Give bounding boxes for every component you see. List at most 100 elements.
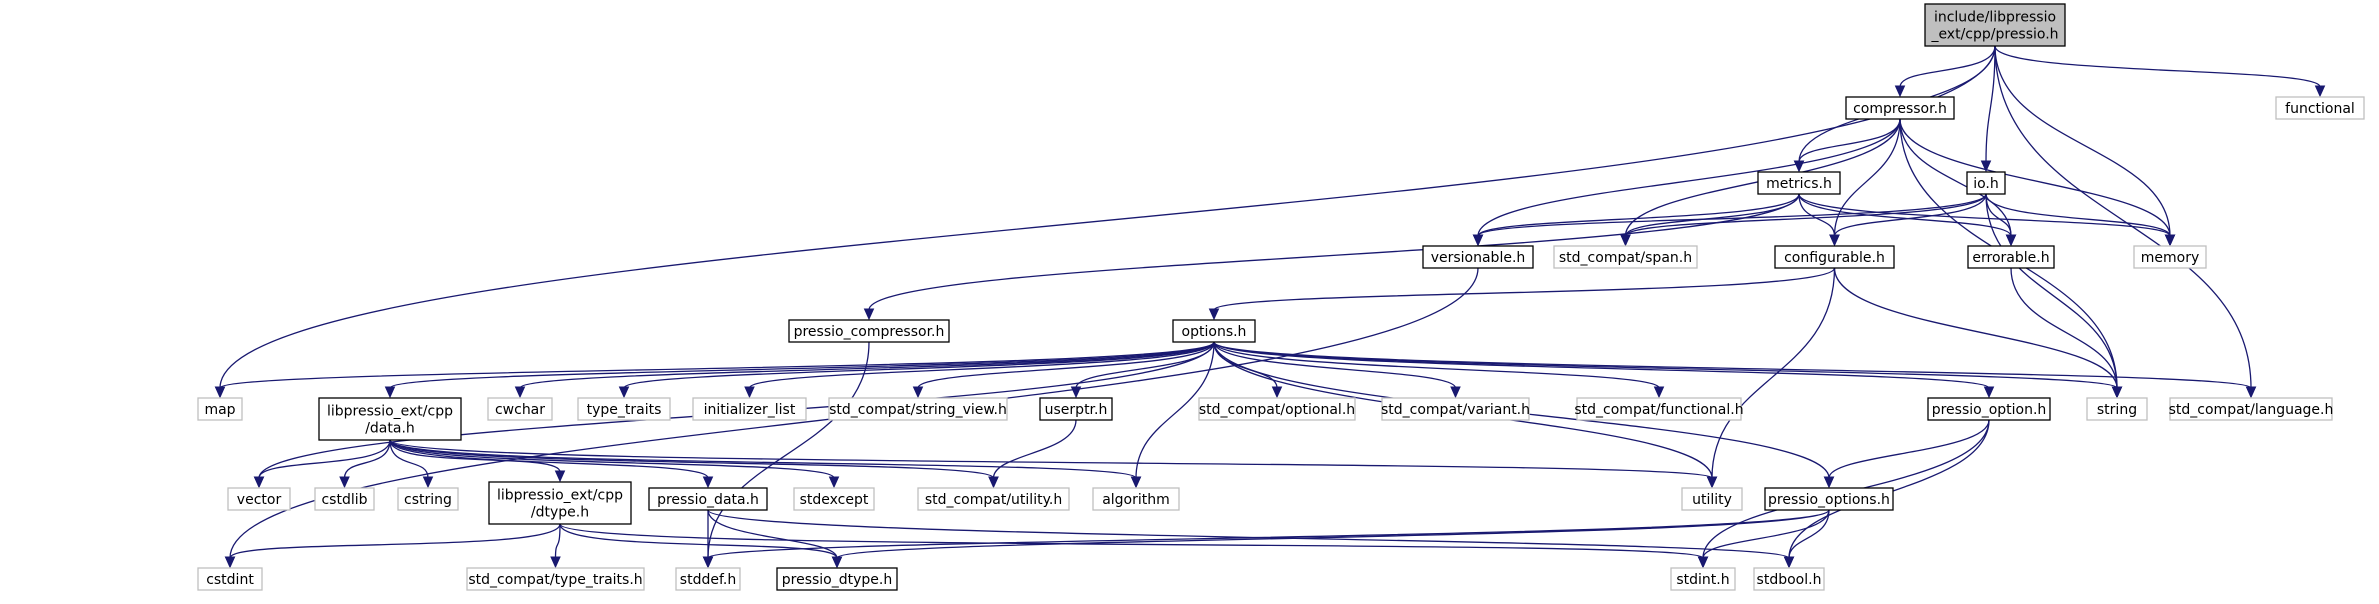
node-configurable[interactable]: configurable.h — [1774, 245, 1895, 269]
node-box — [466, 567, 645, 591]
edge-data-to-cstdlib — [339, 439, 391, 489]
node-sc-functional: std_compat/functional.h — [1574, 397, 1744, 421]
edge-arrowhead — [384, 386, 396, 399]
node-box — [227, 487, 291, 511]
node-sc-type-traits: std_compat/type_traits.h — [466, 567, 645, 591]
node-label: options.h — [1182, 324, 1247, 340]
edge-line — [389, 439, 995, 479]
node-label: cwchar — [495, 402, 545, 418]
edge-line — [917, 341, 1215, 389]
node-box — [487, 397, 553, 421]
node-box — [1753, 567, 1825, 591]
node-pcomp[interactable]: pressio_compressor.h — [788, 319, 950, 343]
node-label: map — [204, 402, 235, 418]
edge-data-to-algorithm — [389, 439, 1142, 489]
edge-arrowhead — [550, 556, 561, 569]
node-versionable[interactable]: versionable.h — [1422, 245, 1534, 269]
edge-line — [1994, 45, 2252, 389]
node-dtype[interactable]: libpressio_ext/cpp/dtype.h — [488, 481, 632, 525]
node-root[interactable]: include/libpressio_ext/cpp/pressio.h — [1924, 3, 2066, 47]
edge-poption-to-poptions — [1823, 419, 1990, 489]
edge-arrowhead — [702, 476, 714, 489]
edge-options-to-init-list — [744, 341, 1215, 399]
node-label: std_compat/variant.h — [1381, 402, 1530, 418]
node-errorable[interactable]: errorable.h — [1967, 245, 2055, 269]
node-io[interactable]: io.h — [1966, 171, 2006, 195]
node-string-view: std_compat/string_view.h — [828, 397, 1008, 421]
node-pdata[interactable]: pressio_data.h — [648, 487, 768, 511]
edge-root-to-memory — [1994, 45, 2176, 247]
edge-configurable-to-string — [1833, 267, 2123, 399]
node-label: /dtype.h — [531, 505, 589, 521]
node-userptr[interactable]: userptr.h — [1039, 397, 1113, 421]
edge-line — [1135, 341, 1215, 479]
node-map: map — [197, 397, 243, 421]
edges-layer — [214, 45, 2326, 569]
node-compressor[interactable]: compressor.h — [1845, 96, 1955, 120]
edge-io-to-configurable — [1829, 193, 1987, 247]
node-box — [2086, 397, 2148, 421]
node-metrics[interactable]: metrics.h — [1757, 171, 1841, 195]
edge-arrowhead — [1271, 386, 1283, 399]
node-cstdint: cstdint — [197, 567, 263, 591]
node-box — [917, 487, 1070, 511]
node-pdtype[interactable]: pressio_dtype.h — [776, 567, 898, 591]
edge-line — [258, 439, 391, 479]
node-label: algorithm — [1102, 492, 1170, 508]
edge-dtype-to-cstdint — [224, 523, 561, 569]
node-box — [2169, 397, 2333, 421]
node-box — [1381, 397, 1530, 421]
edge-options-to-cwchar — [514, 341, 1215, 399]
edge-line — [1477, 193, 1800, 237]
edge-root-to-io — [1980, 45, 1996, 173]
node-cwchar: cwchar — [487, 397, 553, 421]
node-vector: vector — [227, 487, 291, 511]
node-label: cstring — [404, 492, 452, 508]
edge-options-to-poption — [1213, 341, 1995, 399]
edge-data-to-vector — [253, 439, 391, 489]
node-label: std_compat/language.h — [2169, 402, 2334, 418]
edge-line — [1213, 341, 1660, 389]
node-label: libpressio_ext/cpp — [497, 488, 623, 504]
node-box — [1764, 487, 1894, 511]
node-options[interactable]: options.h — [1172, 319, 1256, 343]
node-algorithm: algorithm — [1092, 487, 1180, 511]
node-label: stdint.h — [1676, 572, 1729, 588]
node-label: type_traits — [587, 402, 662, 418]
node-box — [1924, 3, 2066, 47]
node-label: stdexcept — [800, 492, 869, 508]
edge-arrowhead — [1130, 476, 1142, 489]
edge-line — [1624, 193, 1987, 237]
edge-line — [2010, 267, 2118, 389]
edge-dtype-to-pdtype — [559, 523, 843, 569]
node-label: pressio_compressor.h — [794, 324, 945, 340]
node-poption[interactable]: pressio_option.h — [1927, 397, 2051, 421]
node-box — [1092, 487, 1180, 511]
edge-line — [748, 341, 1215, 389]
edge-line — [1213, 341, 2252, 389]
node-data[interactable]: libpressio_ext/cpp/data.h — [318, 397, 462, 441]
node-label: vector — [237, 492, 282, 508]
edge-line — [1624, 193, 1800, 237]
edge-arrowhead — [2164, 234, 2176, 247]
edge-line — [1985, 193, 2118, 389]
edge-arrowhead — [253, 476, 265, 489]
node-label: functional — [2285, 101, 2355, 117]
node-label: compressor.h — [1853, 101, 1947, 117]
node-utility: utility — [1681, 487, 1743, 511]
node-label: std_compat/type_traits.h — [468, 572, 642, 588]
edge-arrowhead — [2111, 386, 2123, 399]
edge-arrowhead — [1829, 234, 1840, 247]
edge-arrowhead — [1697, 556, 1709, 569]
node-label: stdbool.h — [1757, 572, 1822, 588]
edge-line — [1213, 341, 2118, 389]
node-stdexcept: stdexcept — [793, 487, 875, 511]
edge-data-to-cstring — [389, 439, 434, 489]
edge-arrowhead — [214, 386, 226, 399]
node-label: versionable.h — [1431, 250, 1526, 266]
node-poptions[interactable]: pressio_options.h — [1764, 487, 1894, 511]
edge-io-to-span — [1620, 193, 1987, 247]
node-box — [2133, 245, 2207, 269]
node-label: errorable.h — [1972, 250, 2049, 266]
